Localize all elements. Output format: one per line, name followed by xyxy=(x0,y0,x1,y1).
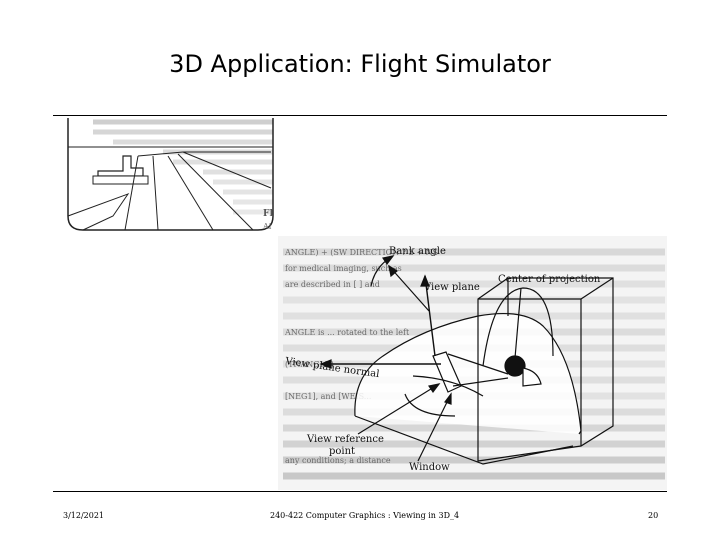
window-label: Window xyxy=(409,462,450,473)
footer-course: 240-422 Computer Graphics : Viewing in 3… xyxy=(270,511,459,520)
page-title: 3D Application: Flight Simulator xyxy=(0,50,720,78)
inset-caption-1: FI xyxy=(263,209,274,219)
runway-inset: FI Ai xyxy=(53,116,278,241)
footer-date: 3/12/2021 xyxy=(63,511,104,520)
footer-page-number: 20 xyxy=(648,511,658,520)
view-reference-line-1: View reference xyxy=(306,434,384,445)
footer-rule xyxy=(53,491,667,492)
bg-text-4: ANGLE is ... rotated to the left xyxy=(284,328,410,337)
center-of-projection-label: Center of projection xyxy=(498,274,601,285)
bg-text-7: any conditions; a distance xyxy=(285,456,391,465)
inset-caption-2: Ai xyxy=(262,222,272,231)
center-of-projection-point xyxy=(505,356,525,376)
view-plane-label: View plane xyxy=(423,282,480,293)
bg-text-2: for medical imaging, such as xyxy=(285,264,402,273)
view-reference-line-2: point xyxy=(329,446,355,457)
bg-text-3: are described in [ ] and xyxy=(285,280,380,289)
flight-simulator-figure: FI Ai ANGLE) + (SW DIRECTION ? 2 + NS fo… xyxy=(53,116,667,490)
bank-angle-label: Bank angle xyxy=(389,246,446,257)
